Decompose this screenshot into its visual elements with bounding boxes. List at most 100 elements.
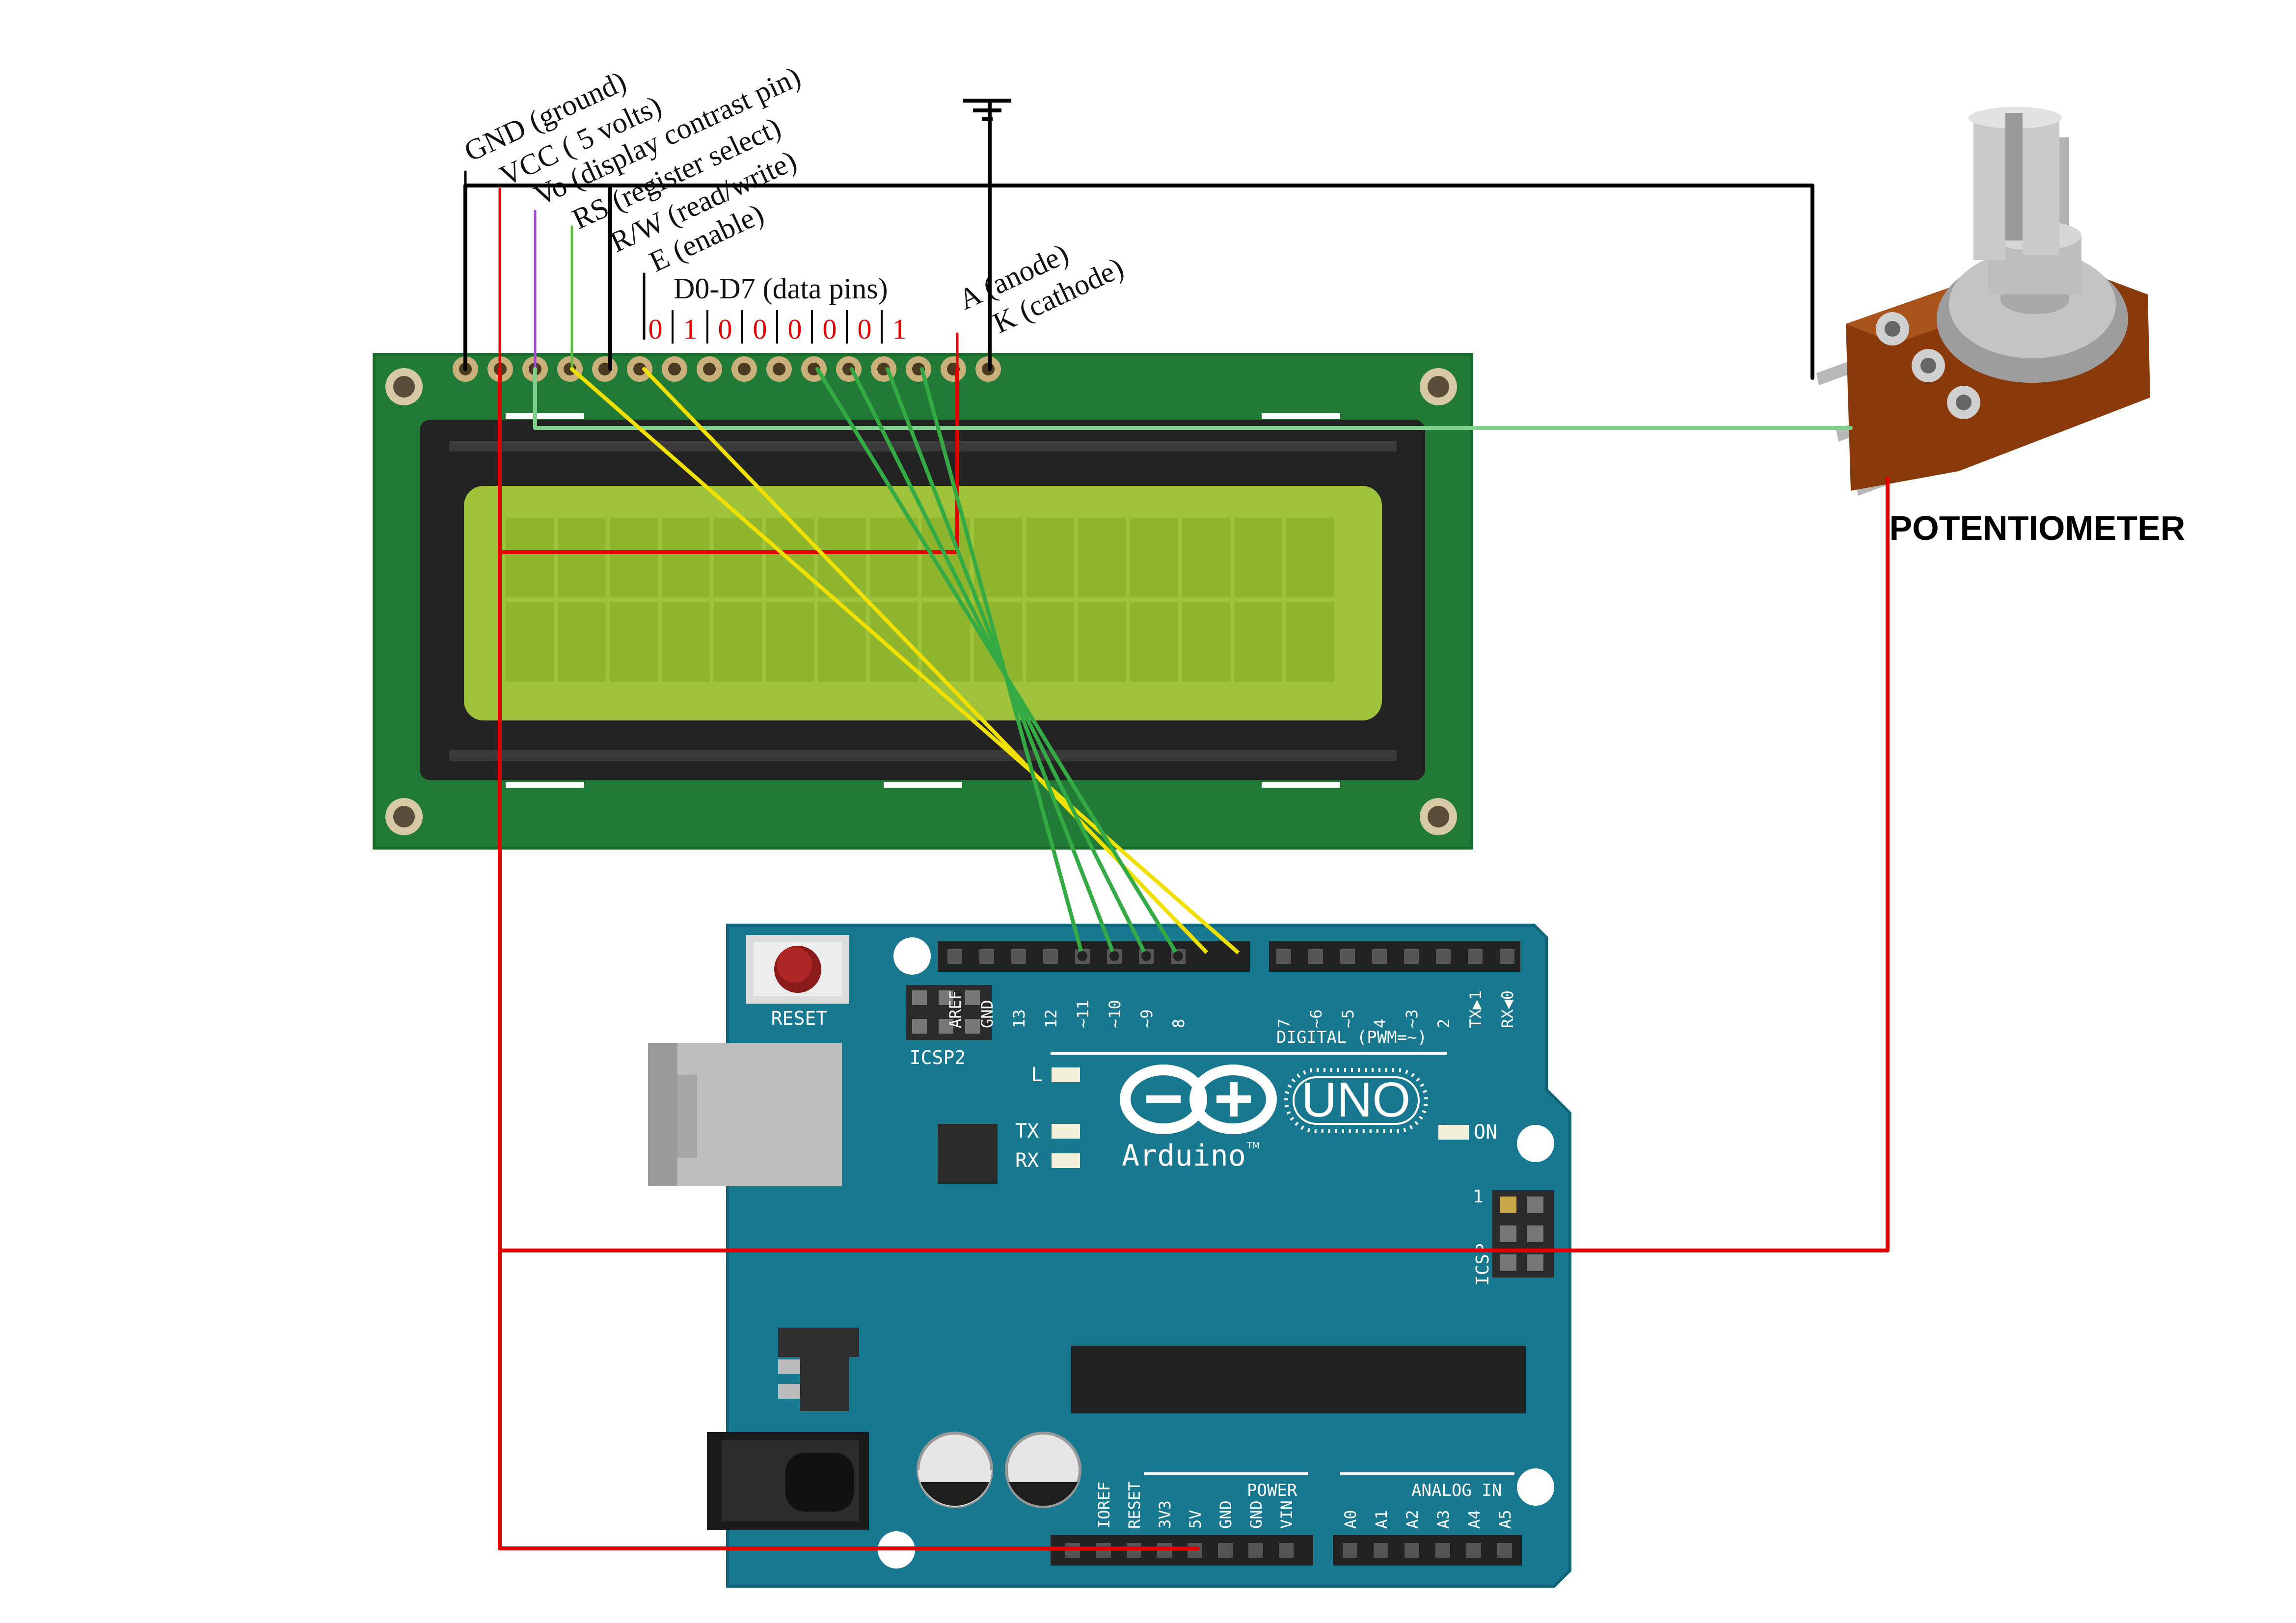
digital-pin[interactable] bbox=[1372, 949, 1387, 964]
led-l-label: L bbox=[1031, 1064, 1043, 1086]
analog-pin[interactable] bbox=[1343, 1543, 1357, 1558]
lcd-character-cell bbox=[610, 602, 658, 682]
digital-pin-label: 13 bbox=[1010, 1009, 1028, 1028]
lcd-header-pin bbox=[941, 356, 966, 382]
digital-pin-label: ~9 bbox=[1137, 1009, 1156, 1028]
lcd-character-cell bbox=[818, 602, 866, 682]
lcd-character-cell bbox=[766, 602, 814, 682]
capacitor bbox=[917, 1432, 993, 1508]
arduino-pcb bbox=[726, 924, 1571, 1588]
digital-pin[interactable] bbox=[1308, 949, 1323, 964]
lcd-character-cell bbox=[1286, 518, 1334, 597]
lcd-character-cell bbox=[558, 518, 606, 597]
digital-pin-label: ~6 bbox=[1307, 1009, 1325, 1028]
ground-icon bbox=[963, 99, 1011, 121]
lcd-character-cell bbox=[1078, 518, 1126, 597]
digital-pin[interactable] bbox=[979, 949, 994, 964]
dc-power-jack bbox=[707, 1432, 869, 1530]
digital-pin-label: AREF bbox=[946, 990, 965, 1028]
data-bit-value: 0 bbox=[788, 313, 802, 345]
digital-pin-label: 12 bbox=[1042, 1009, 1060, 1028]
trademark: TM bbox=[1246, 1141, 1260, 1151]
usb-connector bbox=[648, 1043, 842, 1186]
lcd-header-pin bbox=[906, 356, 931, 382]
lcd-character-cell bbox=[1130, 518, 1178, 597]
digital-pin[interactable] bbox=[1468, 949, 1483, 964]
lcd-header-pin bbox=[697, 356, 722, 382]
capacitor bbox=[1005, 1432, 1081, 1508]
analog-pin-label: A3 bbox=[1434, 1510, 1453, 1529]
lcd-character-cell bbox=[870, 518, 918, 597]
digital-pin[interactable] bbox=[1276, 949, 1291, 964]
lcd-character-cell bbox=[1234, 518, 1282, 597]
arduino-infinity-logo bbox=[1120, 1064, 1277, 1134]
digital-pin-label: RX◀0 bbox=[1498, 990, 1517, 1028]
digital-pin[interactable] bbox=[1500, 949, 1514, 964]
analog-pin-label: A2 bbox=[1403, 1510, 1422, 1529]
led-l bbox=[1052, 1067, 1080, 1082]
led-tx-label: TX bbox=[1015, 1120, 1039, 1143]
lcd-header-pin bbox=[766, 356, 792, 382]
mounting-hole bbox=[385, 798, 423, 835]
power-pin-label: IOREF bbox=[1095, 1482, 1113, 1529]
digital-pin[interactable] bbox=[947, 949, 962, 964]
digital-pin[interactable] bbox=[1404, 949, 1419, 964]
analog-pin-label: A0 bbox=[1341, 1510, 1360, 1529]
icsp2-header bbox=[906, 985, 992, 1040]
data-bit-value: 0 bbox=[648, 313, 663, 345]
power-pin-label: VIN bbox=[1277, 1500, 1296, 1529]
data-bit-value: 0 bbox=[753, 313, 767, 345]
lcd-character-cell bbox=[922, 602, 970, 682]
reset-button[interactable] bbox=[746, 935, 849, 1004]
digital-header-right bbox=[1269, 941, 1520, 972]
power-pin[interactable] bbox=[1218, 1543, 1233, 1558]
analog-pin[interactable] bbox=[1466, 1543, 1481, 1558]
power-pin-label: RESET bbox=[1125, 1482, 1144, 1529]
lcd-character-cell bbox=[662, 602, 710, 682]
power-pin[interactable] bbox=[1279, 1543, 1294, 1558]
microcontroller-chip bbox=[1071, 1346, 1526, 1413]
lcd-module bbox=[373, 353, 1473, 850]
lcd-header-pin bbox=[592, 356, 618, 382]
lcd-header-pin bbox=[662, 356, 687, 382]
d7-wire bbox=[920, 367, 1084, 958]
digital-label: DIGITAL (PWM=~) bbox=[1276, 1028, 1427, 1047]
mounting-hole bbox=[1517, 1468, 1554, 1506]
lcd-character-grid bbox=[506, 518, 1334, 682]
power-pin[interactable] bbox=[1248, 1543, 1263, 1558]
rs-wire bbox=[570, 367, 1244, 958]
data-bit-value: 0 bbox=[858, 313, 872, 345]
lcd-character-cell bbox=[662, 518, 710, 597]
digital-pin[interactable] bbox=[1043, 949, 1058, 964]
power-pin-label: 5V bbox=[1186, 1510, 1205, 1529]
mounting-hole bbox=[893, 937, 931, 975]
digital-pin-label: ~10 bbox=[1106, 1000, 1124, 1028]
analog-pin[interactable] bbox=[1374, 1543, 1388, 1558]
analog-pin[interactable] bbox=[1497, 1543, 1512, 1558]
lcd-character-cell bbox=[1182, 602, 1230, 682]
analog-pin[interactable] bbox=[1405, 1543, 1419, 1558]
digital-pin-label: TX▶1 bbox=[1466, 990, 1485, 1028]
analog-pin[interactable] bbox=[1435, 1543, 1450, 1558]
mounting-hole bbox=[385, 368, 423, 405]
digital-pin[interactable] bbox=[1436, 949, 1451, 964]
wire-endpoints bbox=[1078, 951, 1247, 961]
analog-label: ANALOG IN bbox=[1411, 1481, 1502, 1500]
lcd-header-pin bbox=[627, 356, 652, 382]
lcd-character-cell bbox=[1234, 602, 1282, 682]
power-pin-label: 3V3 bbox=[1156, 1500, 1174, 1529]
uno-label: UNO bbox=[1301, 1072, 1410, 1127]
lcd-character-cell bbox=[1078, 602, 1126, 682]
digital-pin[interactable] bbox=[1011, 949, 1026, 964]
led-on bbox=[1438, 1125, 1469, 1140]
data-pins-label: D0-D7 (data pins) bbox=[674, 272, 888, 305]
arduino-brand: Arduino bbox=[1122, 1139, 1246, 1173]
digital-pin[interactable] bbox=[1340, 949, 1355, 964]
digital-pin-label: ~3 bbox=[1403, 1009, 1421, 1028]
lcd-character-cell bbox=[1026, 518, 1074, 597]
mounting-hole bbox=[1517, 1125, 1554, 1162]
